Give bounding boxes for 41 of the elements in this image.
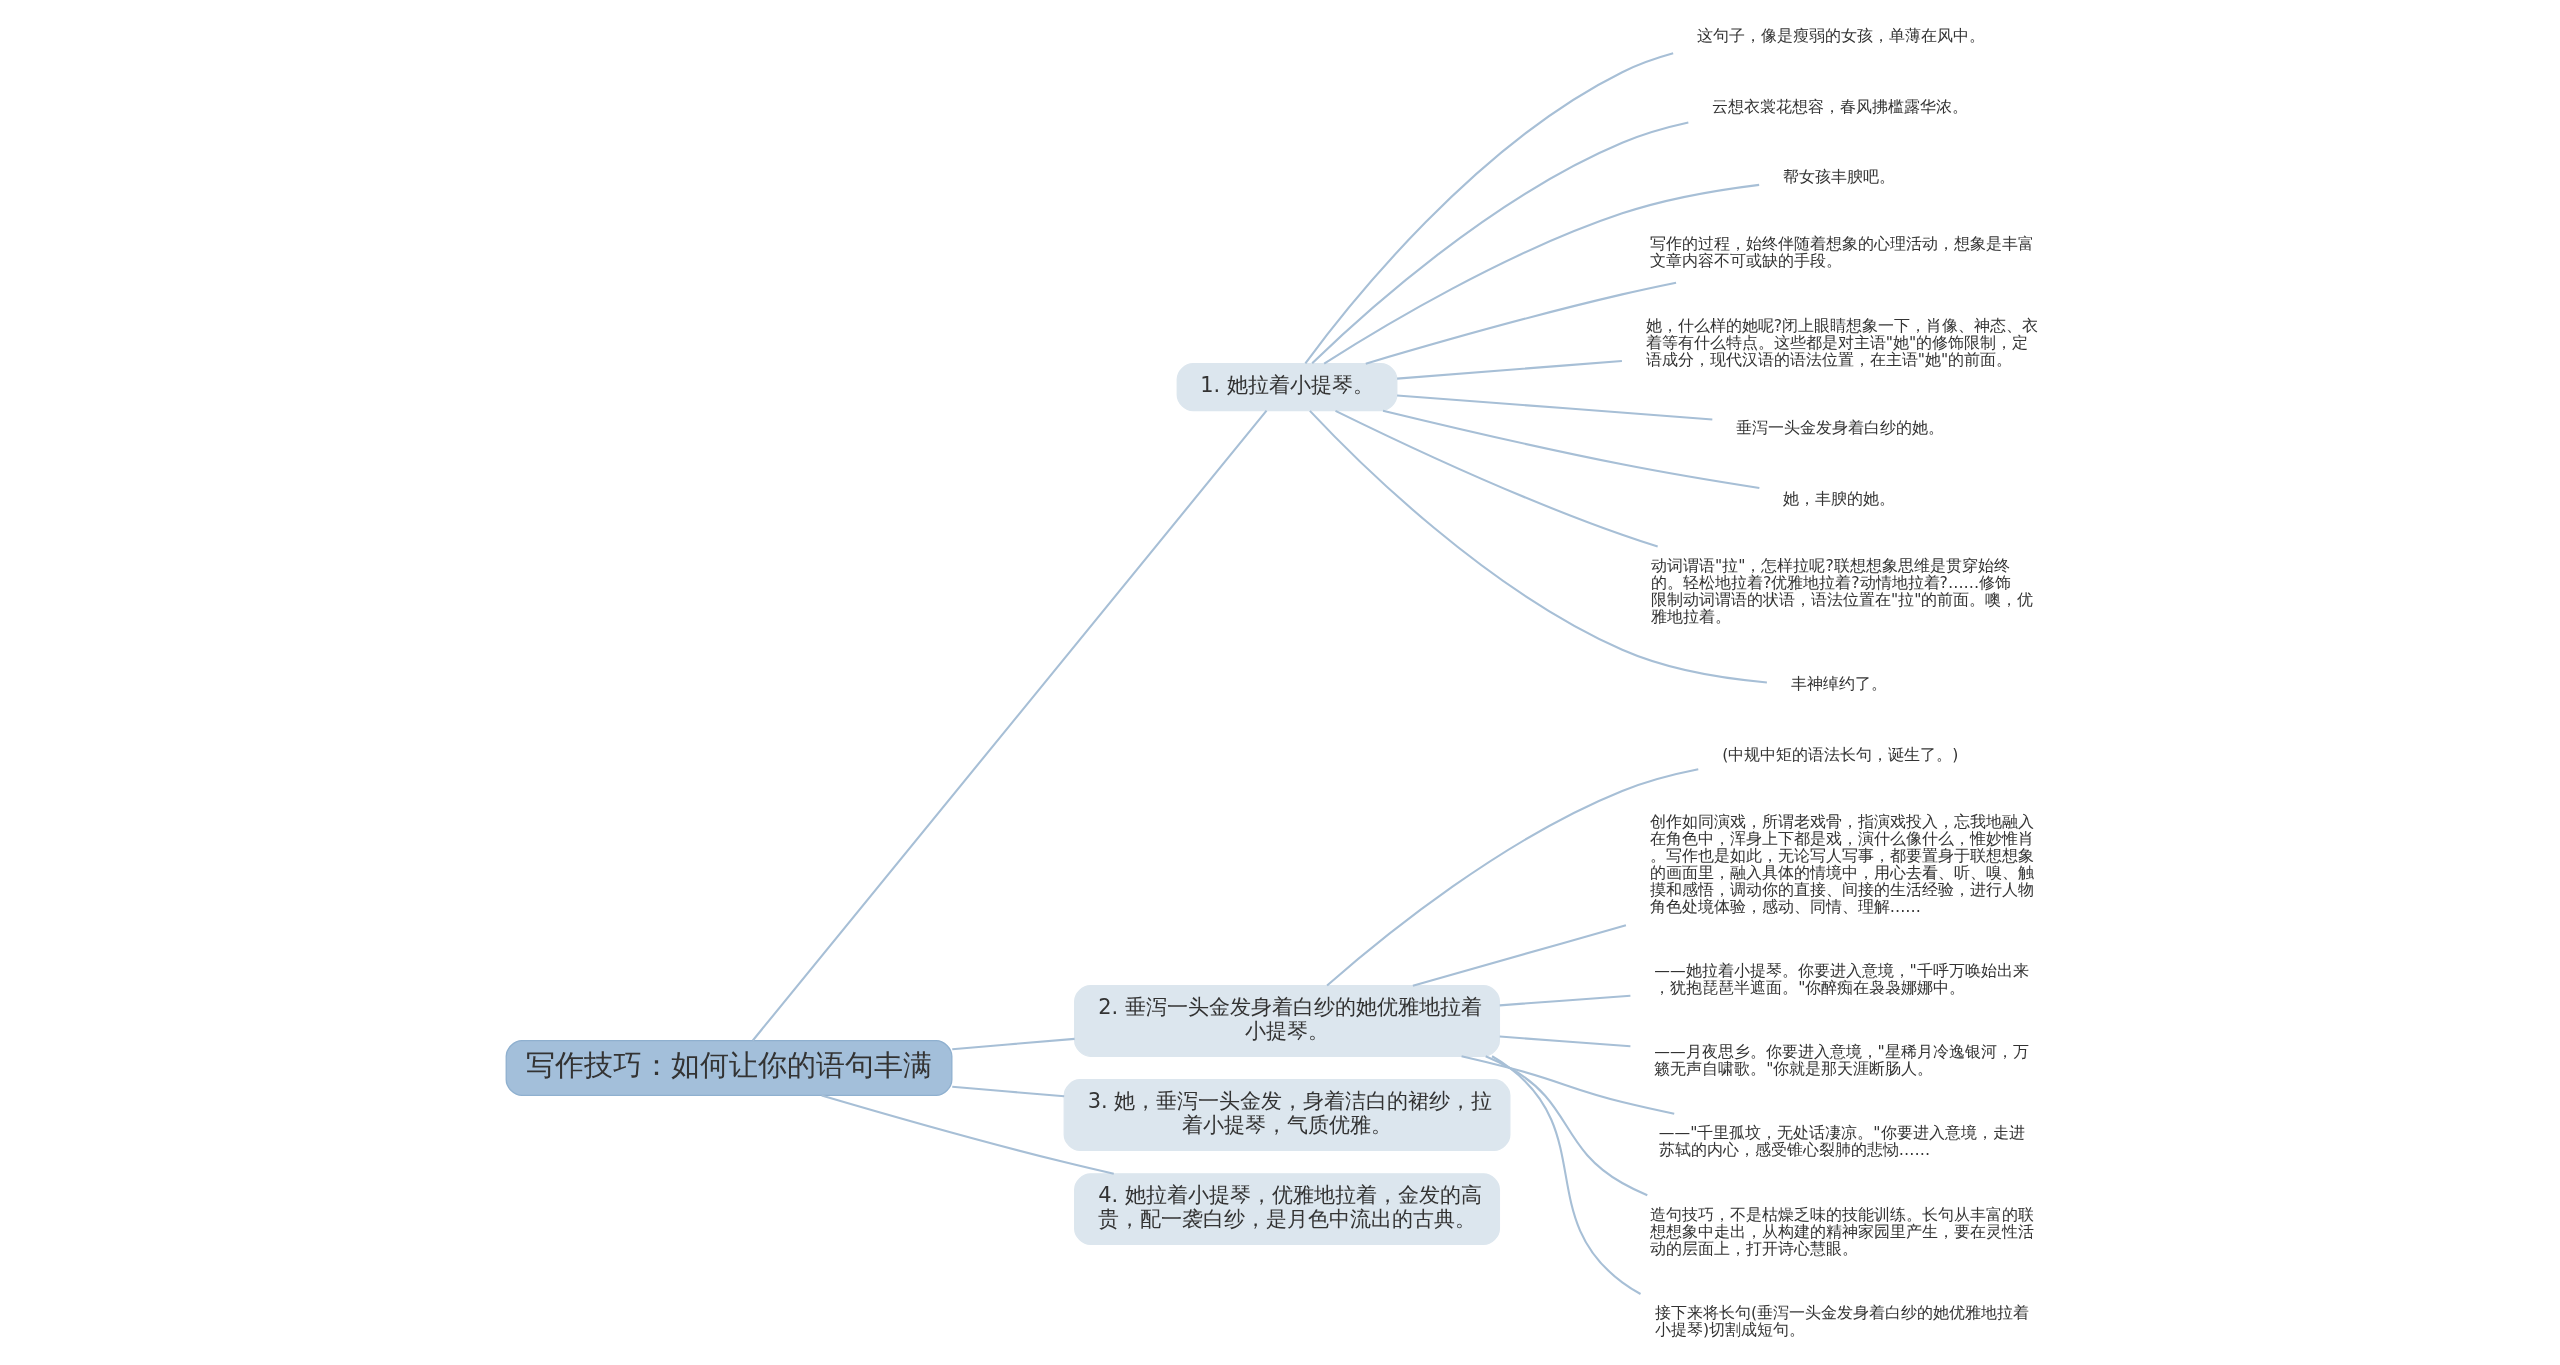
connector xyxy=(1396,394,1712,421)
connector xyxy=(820,1094,1114,1175)
node-text: ——月夜思乡。你要进入意境，"星稀月冷逸银河，万籁无声自啸歌。"你就是那天涯断肠人。 xyxy=(1653,1042,2029,1079)
node-box: 3. 她，垂泻一头金发，身着洁白的裙纱，拉着小提琴，气质优雅。 xyxy=(1063,1079,1510,1151)
connector xyxy=(751,410,1267,1042)
node-text: 动词谓语"拉"，怎样拉呢?联想想象思维是贯穿始终的。轻松地拉着?优雅地拉着?动情地拉着?……修饰限制动词谓语的状语，语法位置在"拉"的前面。噢，优雅地拉着。 xyxy=(1650,555,2033,626)
node-text: 她，丰腴的她。 xyxy=(1782,488,1895,508)
node-text: 帮女孩丰腴吧。 xyxy=(1782,167,1895,187)
connector xyxy=(1325,768,1698,987)
node-box: 2. 垂泻一头金发身着白纱的她优雅地拉着小提琴。 xyxy=(1073,985,1500,1057)
node-text: 接下来将长句(垂泻一头金发身着白纱的她优雅地拉着小提琴)切割成短句。 xyxy=(1654,1303,2029,1340)
connector xyxy=(1412,924,1626,987)
node-text: 写作的过程，始终伴随着想象的心理活动，想象是丰富文章内容不可或缺的手段。 xyxy=(1649,234,2034,271)
connector xyxy=(1365,281,1676,365)
connector xyxy=(1310,121,1689,365)
connector xyxy=(1396,359,1622,380)
node-box: 1. 她拉着小提琴。 xyxy=(1176,363,1397,412)
connector xyxy=(951,1037,1075,1051)
connector xyxy=(1460,1055,1674,1115)
connector xyxy=(1499,1035,1630,1048)
connector xyxy=(1499,994,1630,1007)
node-text: 丰神绰约了。 xyxy=(1790,674,1887,694)
node-box: 写作技巧：如何让你的语句丰满 xyxy=(505,1039,952,1097)
connector xyxy=(1382,409,1760,490)
connector xyxy=(1308,410,1767,684)
connector xyxy=(1484,1055,1648,1197)
connector xyxy=(1334,409,1658,548)
node-text: 她，什么样的她呢?闭上眼睛想象一下，肖像、神态、衣着等有什么特点。这些都是对主语"她"的修饰限制，定语成分，现代汉语的语法位置，在主语"她"的前面。 xyxy=(1645,316,2038,370)
node-text: 云想衣裳花想容，春风拂槛露华浓。 xyxy=(1711,96,1968,116)
connector xyxy=(951,1085,1064,1098)
node-text: 这句子，像是瘦弱的女孩，单薄在风中。 xyxy=(1696,26,1985,45)
node-box: 4. 她拉着小提琴，优雅地拉着，金发的高贵，配一袭白纱，是月色中流出的古典。 xyxy=(1073,1173,1500,1246)
connector xyxy=(1491,1055,1641,1295)
node-text: 造句技巧，不是枯燥乏味的技能训练。长句从丰富的联想想象中走出，从构建的精神家园里产生，要在灵性活动的层面上，打开诗心慧眼。 xyxy=(1649,1204,2034,1258)
connector xyxy=(1323,183,1759,365)
node-text: 创作如同演戏，所谓老戏骨，指演戏投入，忘我地融入在角色中，浑身上下都是戏，演什么像什么，惟妙惟肖。写作也是如此，无论写人写事，都要置身于联想想象的画面里，融入具体的情境中，用心去看、听、嗅、触摸和感悟，调动你的直接、间接的生活经验，进行人物角色处境体验，感动、同情、理解…… xyxy=(1649,812,2034,916)
connector xyxy=(1304,52,1673,364)
node-text: 垂泻一头金发身着白纱的她。 xyxy=(1735,418,1944,438)
node-text: ——她拉着小提琴。你要进入意境，"千呼万唤始出来，犹抱琵琶半遮面。"你醉痴在袅袅娜娜中。 xyxy=(1653,961,2029,997)
node-text: ——"千里孤坟，无处话凄凉。"你要进入意境，走进苏轼的内心，感受锥心裂肺的悲恸…… xyxy=(1658,1123,2025,1160)
node-text: (中规中矩的语法长句，诞生了。) xyxy=(1721,744,1958,764)
